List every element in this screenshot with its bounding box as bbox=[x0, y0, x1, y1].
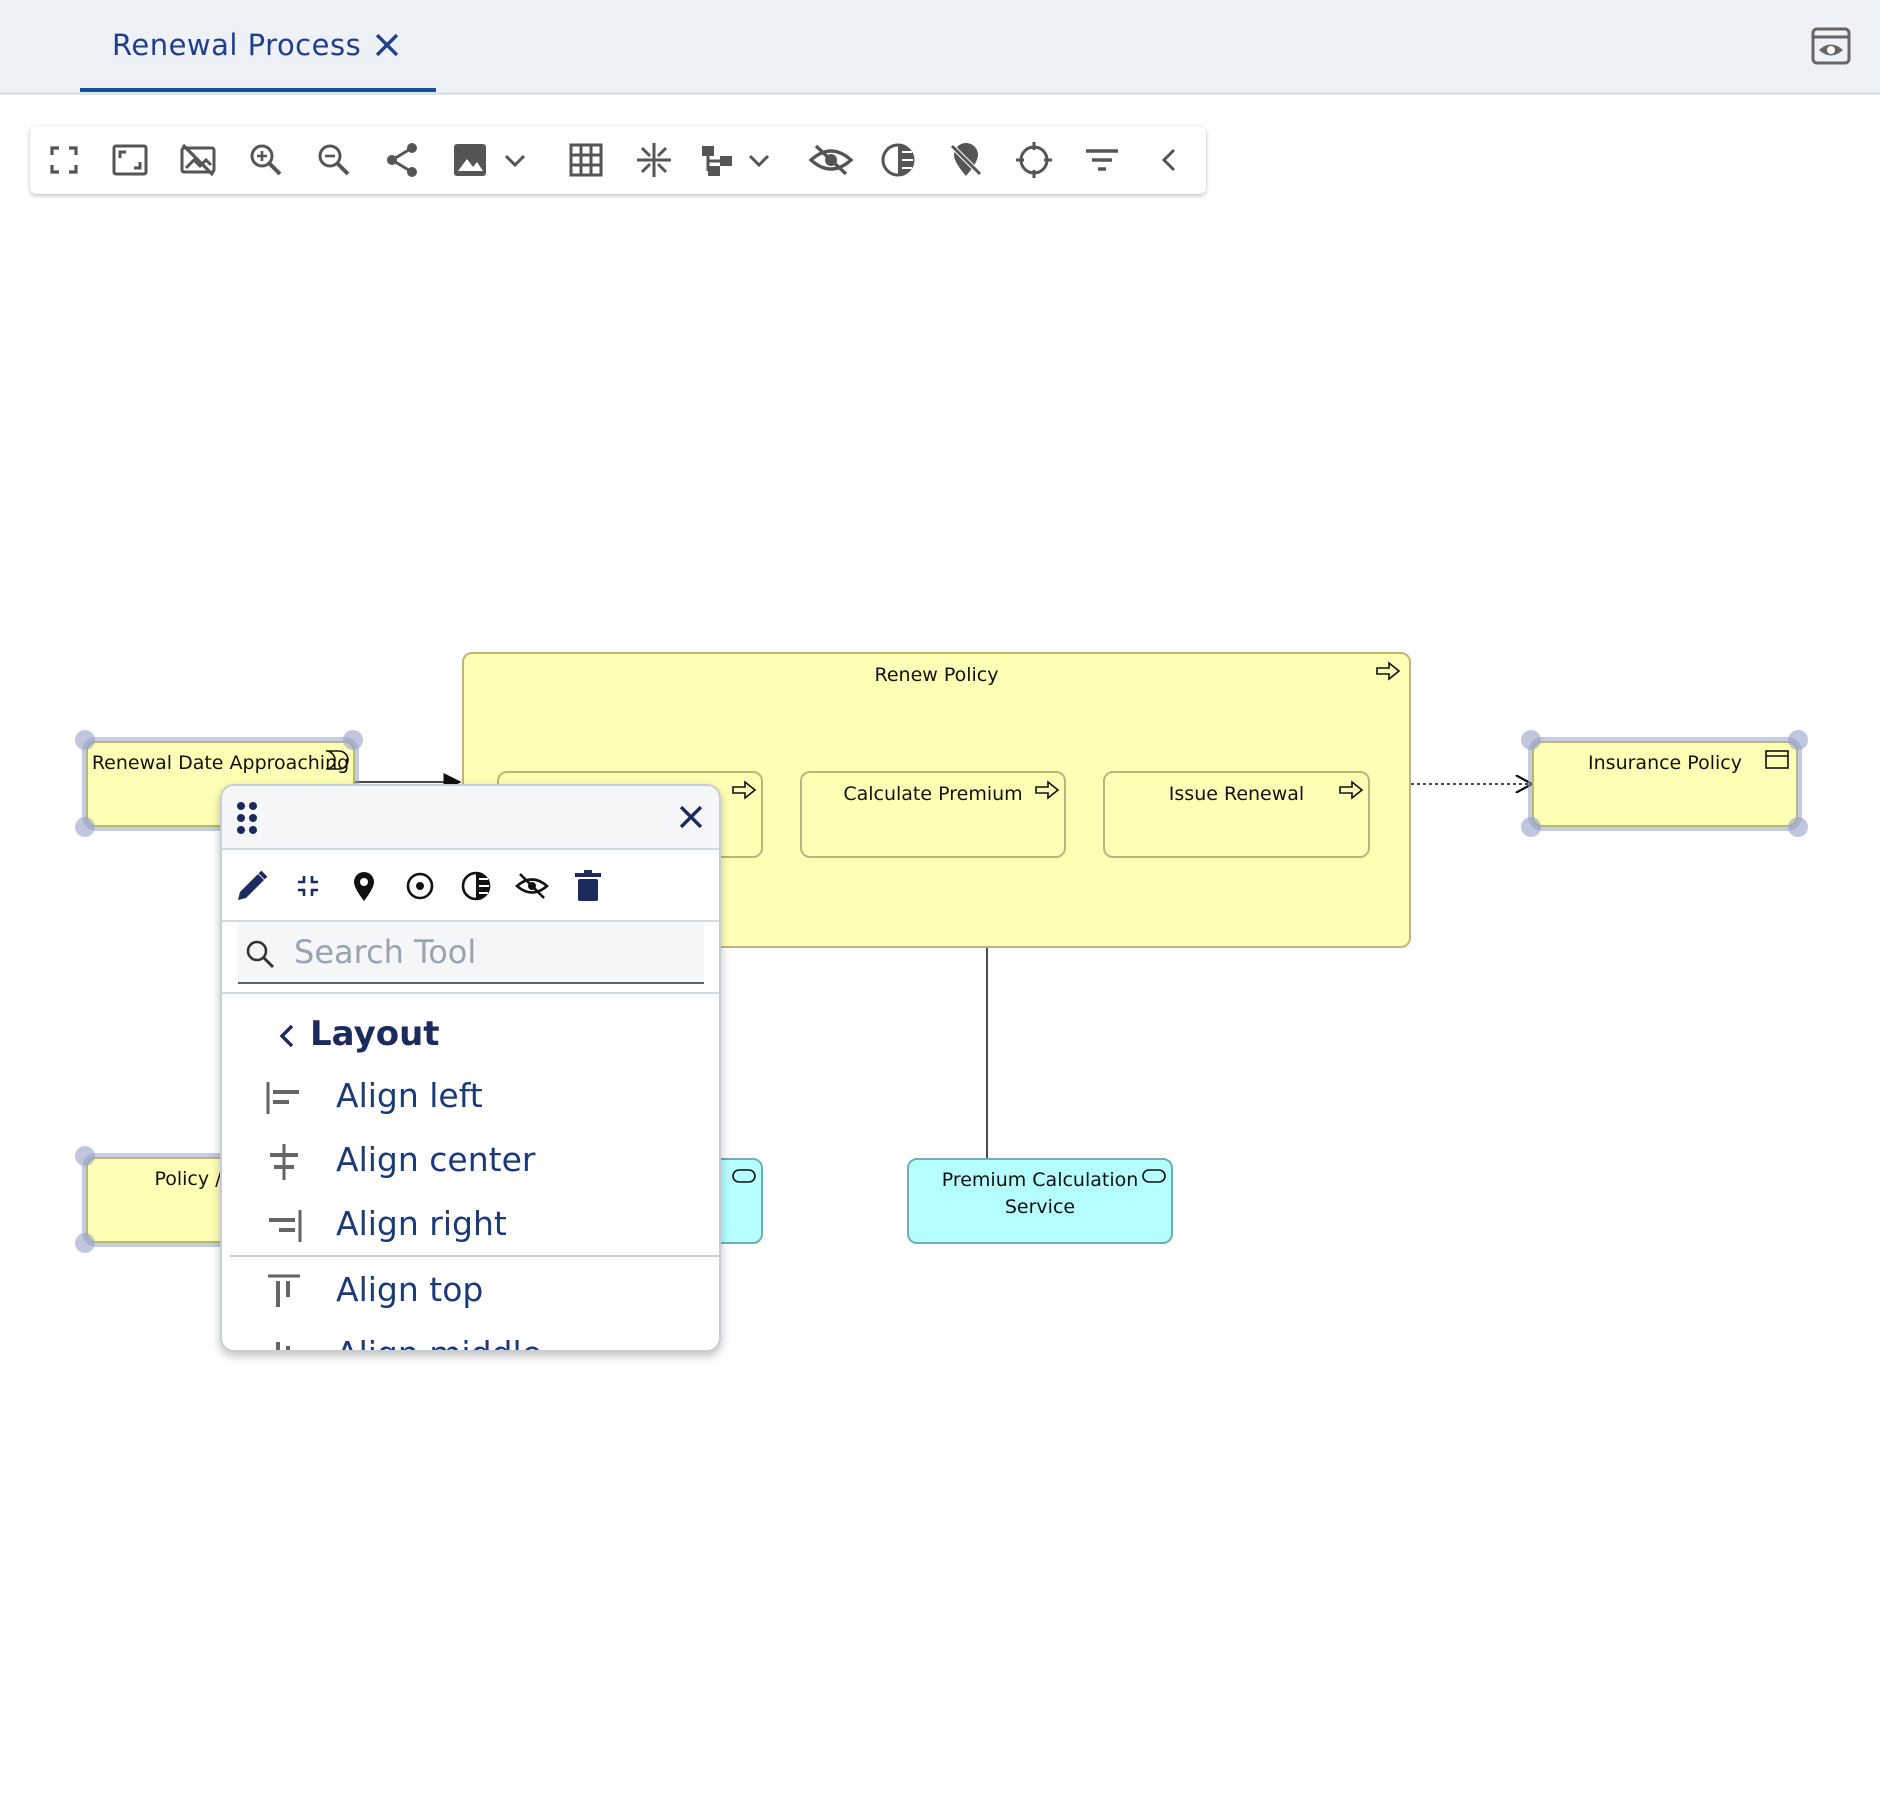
align-snap-icon[interactable] bbox=[634, 140, 674, 180]
chevron-down-icon[interactable] bbox=[744, 140, 774, 180]
hide-icon[interactable] bbox=[808, 140, 854, 180]
align-middle-icon bbox=[264, 1336, 304, 1350]
selection-handle[interactable] bbox=[75, 1233, 95, 1253]
contrast-icon[interactable] bbox=[878, 140, 918, 180]
node-label: Renewal Date Approaching bbox=[91, 752, 350, 774]
menu-item-align-top[interactable]: Align top bbox=[222, 1260, 719, 1320]
selection-handle[interactable] bbox=[75, 817, 95, 837]
business-object-icon bbox=[1765, 750, 1789, 769]
menu-item-align-right[interactable]: Align right bbox=[222, 1194, 719, 1254]
delete-icon[interactable] bbox=[570, 868, 606, 904]
fullscreen-icon[interactable] bbox=[44, 140, 84, 180]
section-title: Layout bbox=[310, 1014, 440, 1054]
container-label: Renew Policy bbox=[874, 664, 999, 686]
menu-item-align-center[interactable]: Align center bbox=[222, 1130, 719, 1190]
menu-item-label: Align center bbox=[336, 1140, 536, 1179]
crosshair-icon[interactable] bbox=[1014, 140, 1054, 180]
contrast-icon[interactable] bbox=[458, 868, 494, 904]
node-label: Insurance Policy bbox=[1588, 752, 1742, 774]
align-left-icon bbox=[264, 1078, 304, 1118]
chevron-left-icon bbox=[274, 1020, 300, 1052]
share-icon[interactable] bbox=[382, 140, 422, 180]
grid-icon[interactable] bbox=[566, 140, 606, 180]
process-icon bbox=[1339, 780, 1364, 800]
node-label: Premium Calculation Service bbox=[941, 1169, 1139, 1218]
align-right-icon bbox=[264, 1206, 304, 1246]
chevron-left-icon[interactable] bbox=[1150, 140, 1190, 180]
search-icon bbox=[242, 936, 278, 972]
selection-handle[interactable] bbox=[1521, 730, 1541, 750]
node-label: Policy / bbox=[154, 1168, 222, 1190]
divider bbox=[230, 1255, 719, 1257]
tab-title: Renewal Process bbox=[112, 28, 362, 62]
align-center-icon bbox=[264, 1142, 304, 1182]
node-label: Issue Renewal bbox=[1168, 783, 1305, 805]
event-icon bbox=[325, 750, 349, 770]
unpin-icon[interactable] bbox=[946, 140, 986, 180]
menu-item-label: Align middle bbox=[336, 1334, 542, 1350]
context-tool-panel: Layout Align left Align center Align rig… bbox=[220, 784, 721, 1352]
close-icon[interactable] bbox=[674, 800, 708, 834]
search-field bbox=[238, 922, 704, 984]
preview-icon[interactable] bbox=[1810, 26, 1852, 66]
process-icon bbox=[1376, 661, 1401, 681]
search-input[interactable] bbox=[292, 928, 696, 976]
panel-tools bbox=[222, 850, 719, 922]
divider bbox=[222, 992, 719, 994]
hierarchy-layout-icon[interactable] bbox=[698, 140, 738, 180]
selection-handle[interactable] bbox=[1788, 730, 1808, 750]
diagram-toolbar bbox=[30, 126, 1206, 194]
chevron-down-icon[interactable] bbox=[500, 140, 530, 180]
zoom-out-icon[interactable] bbox=[314, 140, 354, 180]
panel-header bbox=[222, 786, 719, 850]
focus-icon[interactable] bbox=[402, 868, 438, 904]
premium-calculation-service-node[interactable]: Premium Calculation Service bbox=[907, 1158, 1173, 1244]
hide-icon[interactable] bbox=[514, 868, 550, 904]
pin-icon[interactable] bbox=[346, 868, 382, 904]
node-label: Calculate Premium bbox=[843, 783, 1023, 805]
selection-handle[interactable] bbox=[75, 1146, 95, 1166]
service-icon bbox=[732, 1169, 756, 1183]
selection-handle[interactable] bbox=[75, 730, 95, 750]
fit-screen-icon[interactable] bbox=[110, 140, 150, 180]
process-icon bbox=[732, 780, 757, 800]
align-top-icon bbox=[264, 1272, 304, 1312]
calculate-premium-node[interactable]: Calculate Premium bbox=[800, 771, 1066, 858]
tab-bar: Renewal Process bbox=[0, 0, 1880, 95]
zoom-in-icon[interactable] bbox=[246, 140, 286, 180]
service-icon bbox=[1142, 1169, 1166, 1183]
hide-image-icon[interactable] bbox=[178, 140, 218, 180]
filter-icon[interactable] bbox=[1082, 140, 1122, 180]
selection-handle[interactable] bbox=[343, 730, 363, 750]
collapse-icon[interactable] bbox=[290, 868, 326, 904]
edit-icon[interactable] bbox=[234, 868, 270, 904]
menu-item-label: Align left bbox=[336, 1076, 483, 1115]
close-icon[interactable] bbox=[370, 28, 404, 62]
menu-item-align-middle[interactable]: Align middle bbox=[222, 1324, 719, 1350]
selection-handle[interactable] bbox=[1521, 817, 1541, 837]
selection-handle[interactable] bbox=[1788, 817, 1808, 837]
image-export-icon[interactable] bbox=[450, 140, 490, 180]
process-icon bbox=[1035, 780, 1060, 800]
menu-item-label: Align right bbox=[336, 1204, 507, 1243]
menu-item-label: Align top bbox=[336, 1270, 484, 1309]
tab-renewal-process[interactable]: Renewal Process bbox=[80, 0, 436, 92]
insurance-policy-node[interactable]: Insurance Policy bbox=[1528, 737, 1802, 831]
drag-handle-icon[interactable] bbox=[232, 800, 262, 836]
issue-renewal-node[interactable]: Issue Renewal bbox=[1103, 771, 1370, 858]
menu-item-align-left[interactable]: Align left bbox=[222, 1066, 719, 1126]
